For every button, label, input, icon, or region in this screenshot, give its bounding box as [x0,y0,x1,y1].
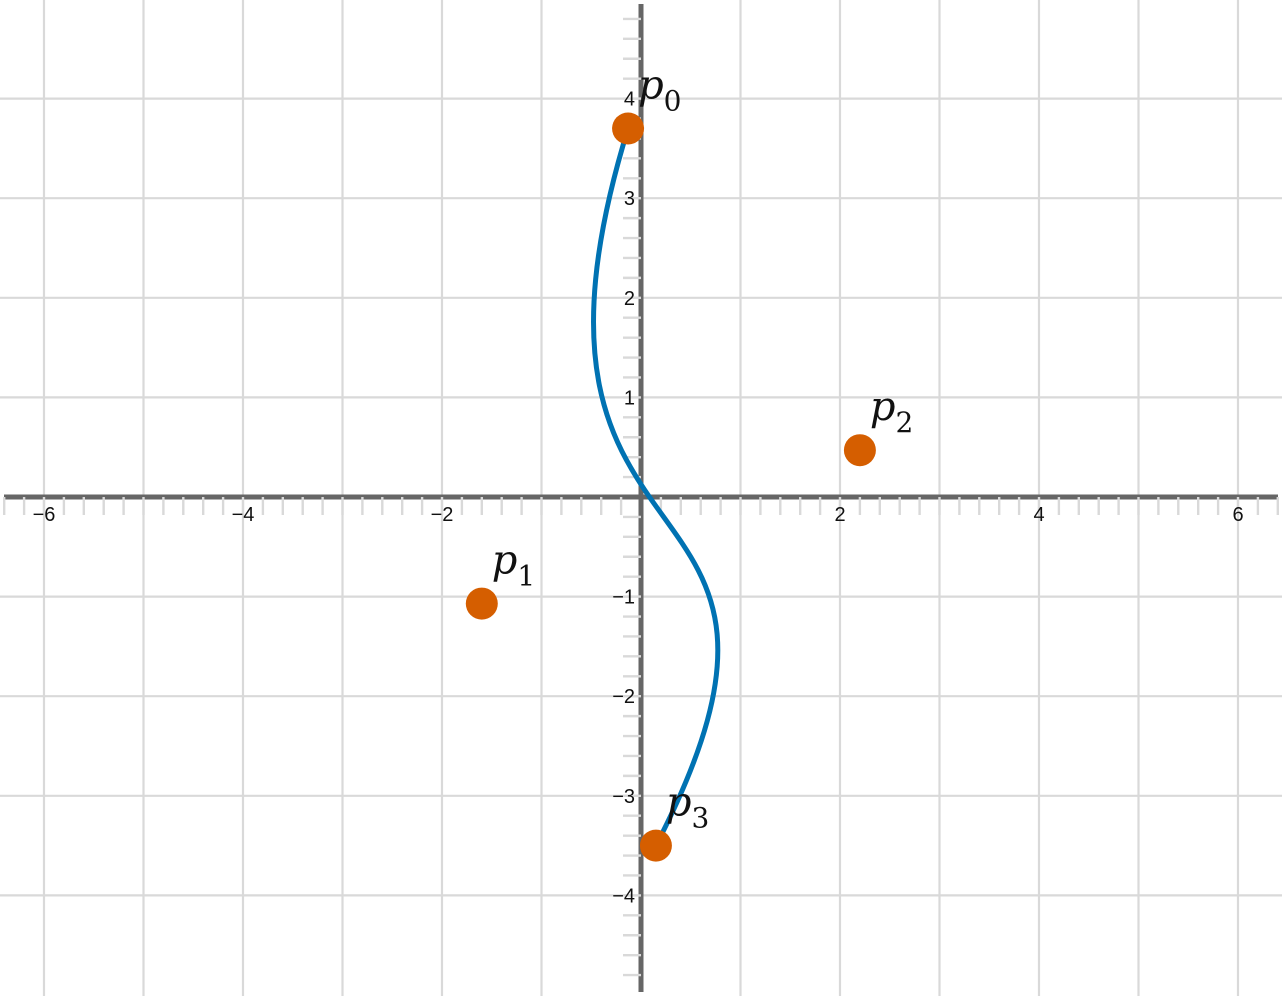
bezier-curve-group [591,125,721,849]
point-label-p2: p2 [870,384,913,439]
control-point-p1 [465,587,498,620]
x-tick-label: −6 [33,504,56,526]
x-tick-label: −4 [232,504,255,526]
y-tick-label: 4 [624,89,635,111]
y-tick-label: −4 [612,885,635,907]
point-label-subscript: 3 [692,802,710,835]
x-tick-label: 4 [1033,504,1044,526]
control-points: p0 p1 p2 p3 [465,62,913,862]
point-label-p0: p0 [638,62,681,117]
control-point-p3 [639,829,672,862]
y-tick-label: −3 [612,786,635,808]
bezier-curve [591,125,721,849]
point-label-subscript: 1 [517,560,535,593]
point-label-p1: p1 [492,538,535,593]
point-label-subscript: 2 [896,406,914,439]
minor-ticks [2,17,1280,977]
y-tick-label: 2 [624,288,635,310]
control-point-p2 [843,434,876,467]
y-tick-label: 1 [624,387,635,409]
point-label-p3: p3 [666,780,709,835]
x-tick-label: −2 [431,504,454,526]
y-tick-label: −1 [612,587,635,609]
y-tick-label: −2 [612,686,635,708]
axes [4,4,1278,992]
y-tick-label: 3 [624,188,635,210]
point-label-subscript: 0 [664,84,682,117]
x-tick-label: 2 [834,504,845,526]
tick-labels: −6 −4 −2 2 4 6 −4 −3 −2 −1 1 2 3 4 [33,89,1244,908]
control-point-p0 [612,112,645,145]
x-tick-label: 6 [1232,504,1243,526]
